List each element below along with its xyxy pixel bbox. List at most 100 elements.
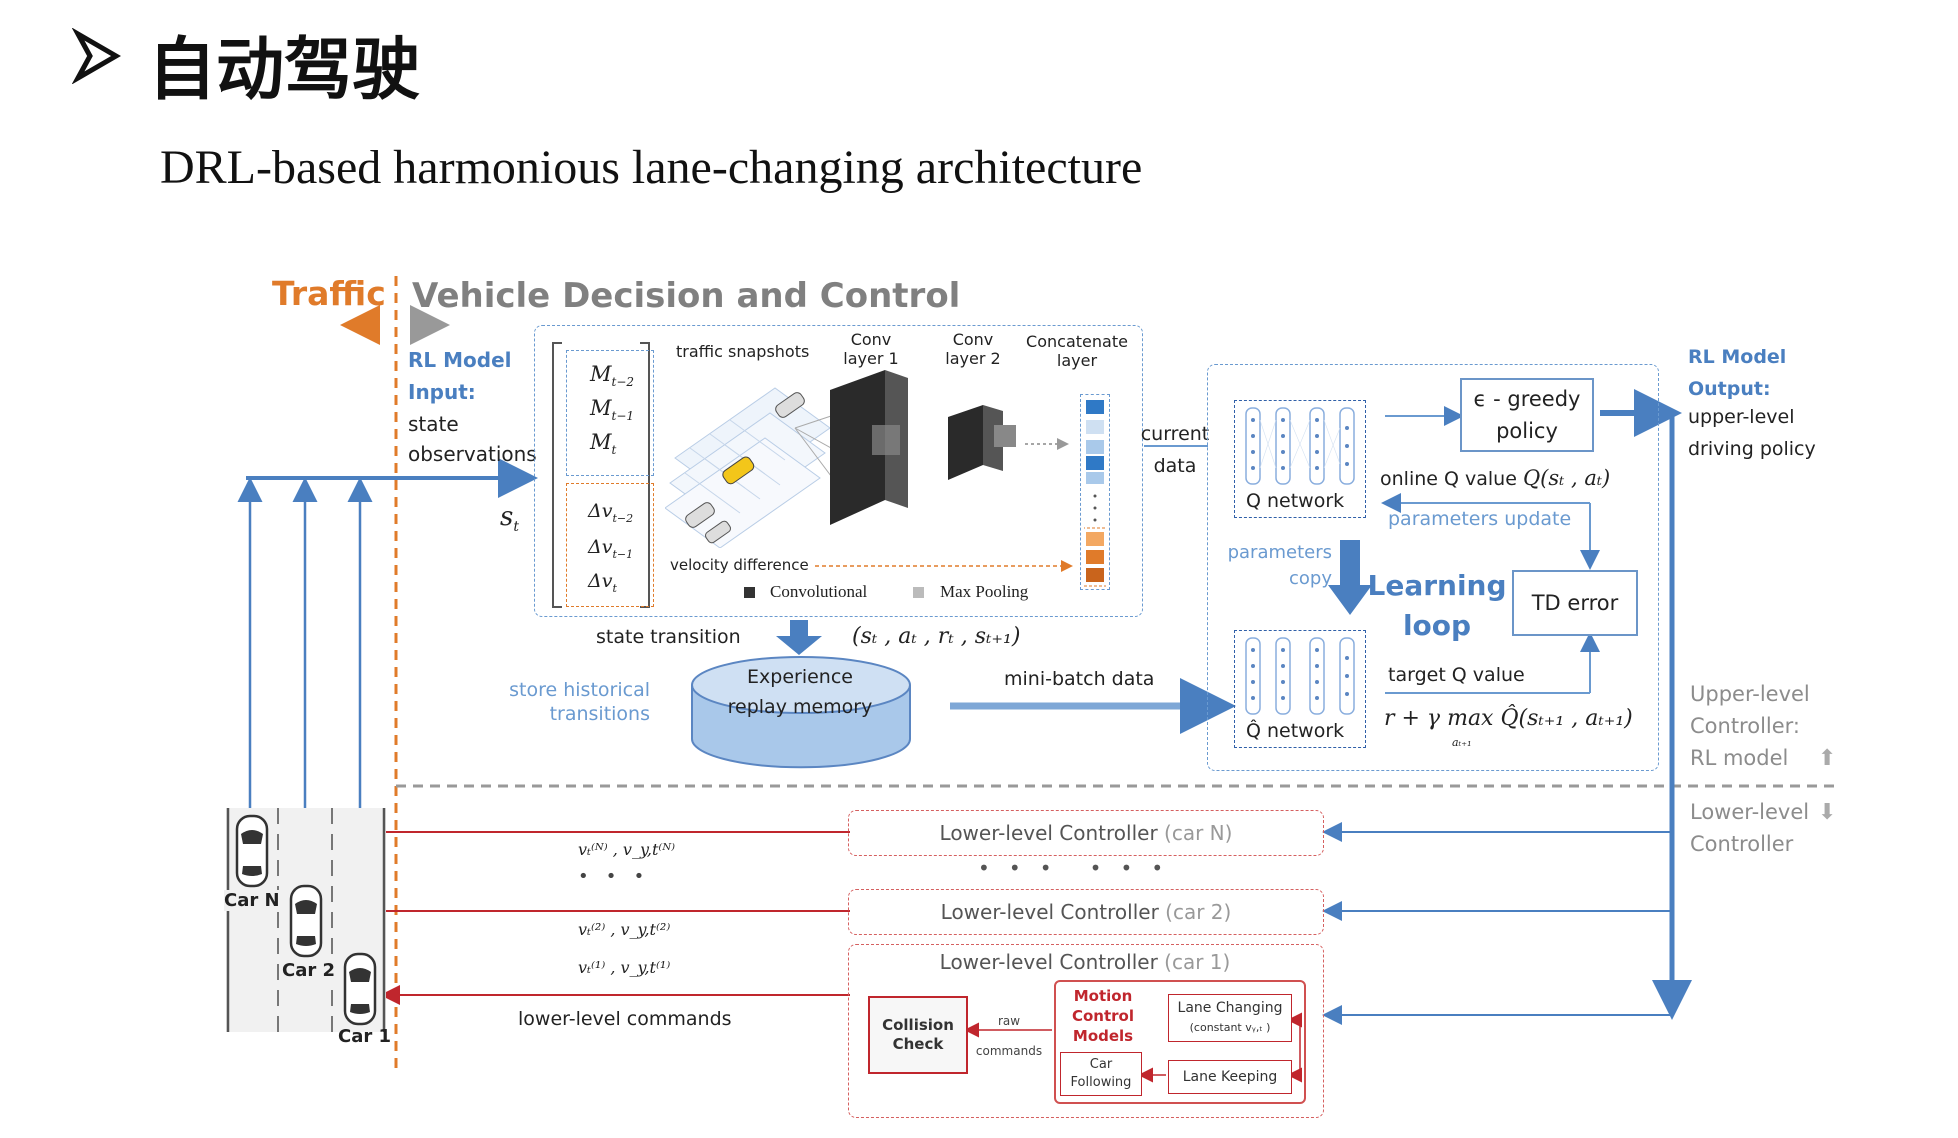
- online-q-formula: Q(sₜ , aₜ): [1522, 466, 1611, 490]
- online-q-label: online Q value Q(sₜ , aₜ): [1380, 466, 1610, 490]
- raw-commands-label: raw commands: [966, 1006, 1052, 1066]
- target-q-label: target Q value: [1388, 664, 1525, 686]
- page-heading: 自动驾驶: [148, 31, 421, 110]
- target-formula: r + γ max Q̂(sₜ₊₁ , aₜ₊₁): [1384, 706, 1633, 731]
- motion-l2: Control: [1071, 1007, 1134, 1025]
- state-bracket: [552, 342, 562, 608]
- raw-commands-l2: commands: [975, 1044, 1043, 1058]
- velocity-car-n: vₜ⁽ᴺ⁾ , v_y,t⁽ᴺ⁾: [578, 840, 676, 859]
- motion-l1: Motion: [1073, 987, 1133, 1005]
- q-hat-network-label: Q̂ network: [1246, 720, 1345, 742]
- car-n-icon: [235, 814, 269, 888]
- rl-input-observations: observations: [408, 442, 537, 466]
- conv2-block: [948, 405, 1016, 480]
- matrix-m-t-1-base: M: [590, 396, 612, 420]
- llc-car-n-car: (car N): [1164, 821, 1233, 845]
- transition-tuple: (sₜ , aₜ , rₜ , sₜ₊₁): [852, 624, 1021, 649]
- td-error-box: TD error: [1512, 570, 1638, 636]
- page-subtitle: DRL-based harmonious lane-changing archi…: [160, 141, 1143, 194]
- minibatch-label: mini-batch data: [1004, 668, 1155, 690]
- upper-level-l3: RL model: [1690, 746, 1789, 770]
- collision-l1: Collision: [882, 1016, 954, 1034]
- motion-control-frame: [1054, 980, 1306, 1104]
- store-hist-l2: transitions: [549, 703, 650, 725]
- legend-pool-swatch: [913, 587, 924, 598]
- q-hat-network-frame: [1234, 630, 1366, 748]
- conv1-label-l2: layer 1: [843, 349, 899, 368]
- params-copy-l2: copy: [1289, 568, 1332, 589]
- state-symbol: st: [500, 502, 519, 535]
- lane-keeping-label: Lane Keeping: [1182, 1069, 1278, 1085]
- learning-loop-l2: loop: [1402, 609, 1472, 642]
- current-data-l2: data: [1153, 455, 1197, 477]
- egreedy-l1: ϵ - greedy: [1473, 387, 1581, 411]
- concat-column: [1080, 394, 1110, 590]
- matrix-v-t-sub: t: [612, 581, 617, 595]
- learning-loop-label: Learning loop: [1367, 566, 1506, 646]
- matrix-v-t-2-sub: t−2: [612, 511, 634, 525]
- llc-car-1: [848, 944, 1324, 1118]
- car-1-label: Car 1: [338, 1026, 392, 1047]
- llc-car-n-main: Lower-level Controller: [939, 821, 1158, 845]
- matrix-v-t-base: Δv: [588, 570, 613, 592]
- down-arrow-icon: ⬇: [1818, 800, 1837, 825]
- matrix-v-t: Δvt: [588, 570, 617, 595]
- matrix-m-t-1: Mt−1: [590, 396, 634, 423]
- rl-input-title: RL Model: [408, 348, 512, 372]
- q-hat-network-icon: [1245, 637, 1355, 715]
- params-copy-l1: parameters: [1227, 542, 1332, 563]
- matrix-v-t-1-base: Δv: [588, 536, 613, 558]
- llc-car-1-title: Lower-level Controller (car 1): [848, 950, 1322, 974]
- lane-changing-l1: Lane Changing: [1177, 1000, 1283, 1016]
- lower-level-l1: Lower-level: [1690, 800, 1810, 824]
- rl-input-label: Input:: [408, 380, 476, 404]
- rl-output-title: RL Model: [1688, 346, 1787, 368]
- llc-car-2-main: Lower-level Controller: [940, 900, 1159, 924]
- bullet-arrow-icon: [71, 27, 122, 88]
- collision-l2: Check: [892, 1035, 944, 1053]
- q-network-frame: [1234, 400, 1366, 518]
- matrix-v-t-1-sub: t−1: [612, 547, 634, 561]
- concat-label-l2: layer: [1056, 351, 1098, 370]
- upper-level-l2: Controller:: [1690, 714, 1801, 738]
- up-arrow-icon: ⬆: [1818, 746, 1837, 771]
- matrix-m-t: Mt: [590, 430, 616, 457]
- rl-output-label: Output:: [1688, 378, 1771, 400]
- velocity-car-1: vₜ⁽¹⁾ , v_y,t⁽¹⁾: [578, 958, 671, 977]
- raw-commands-l1: raw: [997, 1014, 1021, 1028]
- traffic-snapshot-illustration: [665, 387, 835, 548]
- egreedy-l2: policy: [1496, 419, 1558, 443]
- car-n-label: Car N: [224, 890, 280, 911]
- matrix-v-box: [566, 483, 654, 607]
- learning-loop-l1: Learning: [1367, 569, 1507, 602]
- matrix-v-t-1: Δvt−1: [588, 536, 633, 561]
- experience-l2: replay memory: [727, 696, 873, 718]
- td-error-label: TD error: [1531, 591, 1619, 615]
- matrix-m-t-2: Mt−2: [590, 362, 634, 389]
- concat-label-l1: Concatenate: [1026, 332, 1128, 351]
- velocity-difference-label: velocity difference: [670, 556, 809, 574]
- rl-output-upper: upper-level: [1688, 406, 1795, 428]
- matrix-m-t-sub: t: [611, 443, 617, 458]
- current-data-l1: current: [1140, 423, 1210, 445]
- conv2-label-l1: Conv: [952, 330, 994, 349]
- target-formula-sub: aₜ₊₁: [1452, 736, 1472, 749]
- llc-dots: • • • • • •: [978, 856, 1164, 880]
- car-1-icon: [343, 952, 377, 1026]
- conv2-label-l2: layer 2: [945, 349, 1001, 368]
- conv1-block: [830, 370, 908, 525]
- lane-changing-l2: (constant vᵧ,ₜ ): [1189, 1021, 1271, 1034]
- lane-keeping-box: Lane Keeping: [1168, 1060, 1292, 1094]
- vdc-label: Vehicle Decision and Control: [412, 276, 961, 316]
- q-network-icon: [1245, 407, 1355, 485]
- legend-conv-label: Convolutional: [770, 582, 868, 601]
- state-symbol-sub: t: [513, 519, 519, 536]
- matrix-m-box: [566, 350, 654, 476]
- concat-cells: [1084, 400, 1106, 587]
